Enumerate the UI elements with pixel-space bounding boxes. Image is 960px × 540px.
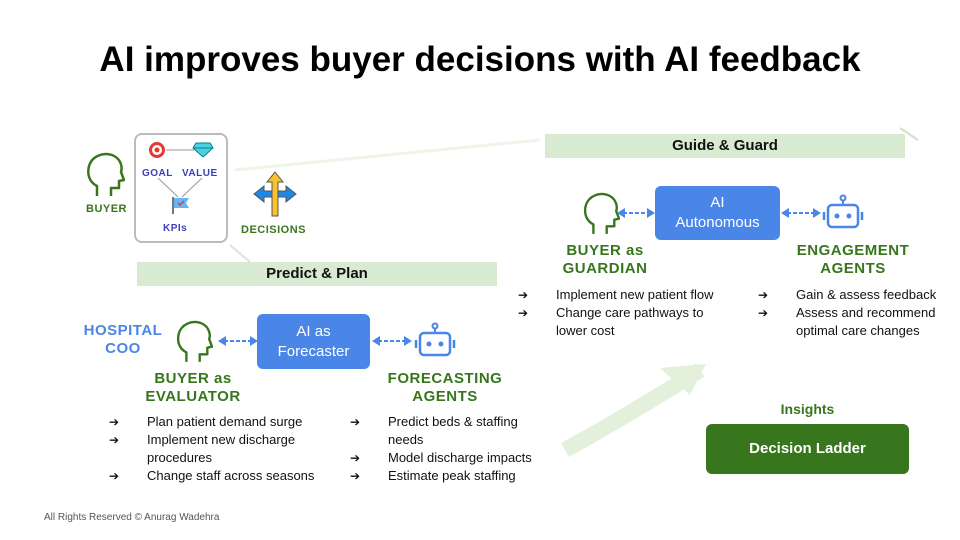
decisions-label: DECISIONS — [241, 224, 307, 236]
diamond-icon — [192, 142, 214, 158]
guardian-head-icon — [583, 192, 620, 234]
list-item: Estimate peak staffing — [350, 467, 550, 485]
decision-ladder-button[interactable]: Decision Ladder — [706, 424, 909, 474]
forecasting-agents-line2: AGENTS — [412, 388, 478, 405]
footer-copyright: All Rights Reserved © Anurag Wadehra — [44, 512, 220, 523]
buyer-label: BUYER — [86, 203, 128, 215]
buyer-guardian-label: BUYER as GUARDIAN — [540, 242, 670, 278]
engagement-list: Gain & assess feedback Assess and recomm… — [758, 286, 948, 340]
guardian-list: Implement new patient flow Change care p… — [518, 286, 718, 340]
value-label: VALUE — [182, 168, 218, 179]
flag-icon — [172, 197, 189, 214]
goal-label: GOAL — [142, 168, 173, 179]
ai-autonomous-box: AI Autonomous — [655, 186, 780, 240]
evaluator-list: Plan patient demand surge Implement new … — [109, 413, 324, 485]
buyer-head-icon — [87, 152, 125, 196]
predict-band: Predict & Plan — [137, 262, 497, 286]
forecasting-list: Predict beds & staffing needs Model disc… — [350, 413, 550, 485]
list-item: Plan patient demand surge — [109, 413, 324, 431]
page-title: AI improves buyer decisions with AI feed… — [99, 40, 861, 79]
connector-lines — [157, 149, 203, 198]
buyer-evaluator-label: BUYER as EVALUATOR — [128, 370, 258, 406]
kpis-label: KPIs — [163, 223, 188, 234]
buyer-guardian-line1: BUYER as — [566, 242, 644, 259]
engagement-agents-label: ENGAGEMENT AGENTS — [783, 242, 923, 278]
forecaster-agent-arrow — [372, 336, 412, 346]
engagement-agents-line1: ENGAGEMENT — [796, 242, 910, 259]
list-item: Model discharge impacts — [350, 449, 550, 467]
list-item: Implement new discharge procedures — [109, 431, 324, 467]
hospital-coo-label: HOSPITAL COO — [78, 322, 168, 358]
buyer-guardian-line2: GUARDIAN — [562, 260, 648, 277]
list-item: Implement new patient flow — [518, 286, 718, 304]
list-item: Change care pathways to lower cost — [518, 304, 718, 340]
coo-text: COO — [105, 340, 141, 357]
ai-forecaster-line1: AI as — [296, 322, 331, 340]
evaluator-forecaster-arrow — [218, 336, 258, 346]
engagement-agents-line2: AGENTS — [820, 260, 886, 277]
ai-autonomous-line1: AI — [710, 194, 725, 211]
list-item: Change staff across seasons — [109, 467, 324, 485]
ai-autonomous-line2: Autonomous — [675, 214, 760, 231]
split-arrows-icon — [253, 171, 297, 217]
guardian-autonomous-arrow — [617, 208, 655, 218]
buyer-evaluator-line2: EVALUATOR — [145, 388, 241, 405]
autonomous-agent-arrow — [781, 208, 821, 218]
engagement-robot-icon — [822, 194, 864, 229]
ai-forecaster-box: AI as Forecaster — [257, 314, 370, 369]
buyer-evaluator-line1: BUYER as — [154, 370, 232, 387]
forecasting-robot-icon — [414, 322, 456, 357]
ai-forecaster-line2: Forecaster — [277, 342, 350, 360]
insights-label: Insights — [780, 401, 835, 417]
list-item: Predict beds & staffing needs — [350, 413, 550, 449]
goal-value-kpi-box: GOAL VALUE KPIs — [134, 133, 228, 243]
target-icon — [149, 142, 165, 158]
forecasting-agents-line1: FORECASTING — [387, 370, 503, 387]
hospital-text: HOSPITAL — [83, 322, 163, 339]
evaluator-head-icon — [176, 320, 213, 362]
guide-band: Guide & Guard — [545, 134, 905, 158]
list-item: Assess and recommend optimal care change… — [758, 304, 948, 340]
list-item: Gain & assess feedback — [758, 286, 948, 304]
forecasting-agents-label: FORECASTING AGENTS — [380, 370, 510, 406]
